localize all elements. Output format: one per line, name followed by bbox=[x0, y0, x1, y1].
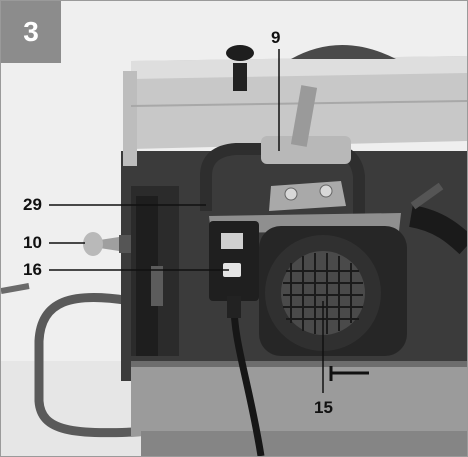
callout-16: 16 bbox=[23, 260, 42, 279]
figure-number-badge: 3 bbox=[1, 1, 61, 63]
base-plate bbox=[131, 361, 467, 436]
figure-number: 3 bbox=[23, 16, 39, 47]
callout-15: 15 bbox=[314, 398, 333, 417]
callout-9: 9 bbox=[271, 28, 281, 47]
callout-10: 10 bbox=[23, 233, 42, 252]
table-knob bbox=[226, 45, 254, 61]
frame-tube bbox=[34, 292, 156, 438]
callout-29: 29 bbox=[23, 195, 42, 214]
extraction-hose bbox=[408, 205, 467, 255]
